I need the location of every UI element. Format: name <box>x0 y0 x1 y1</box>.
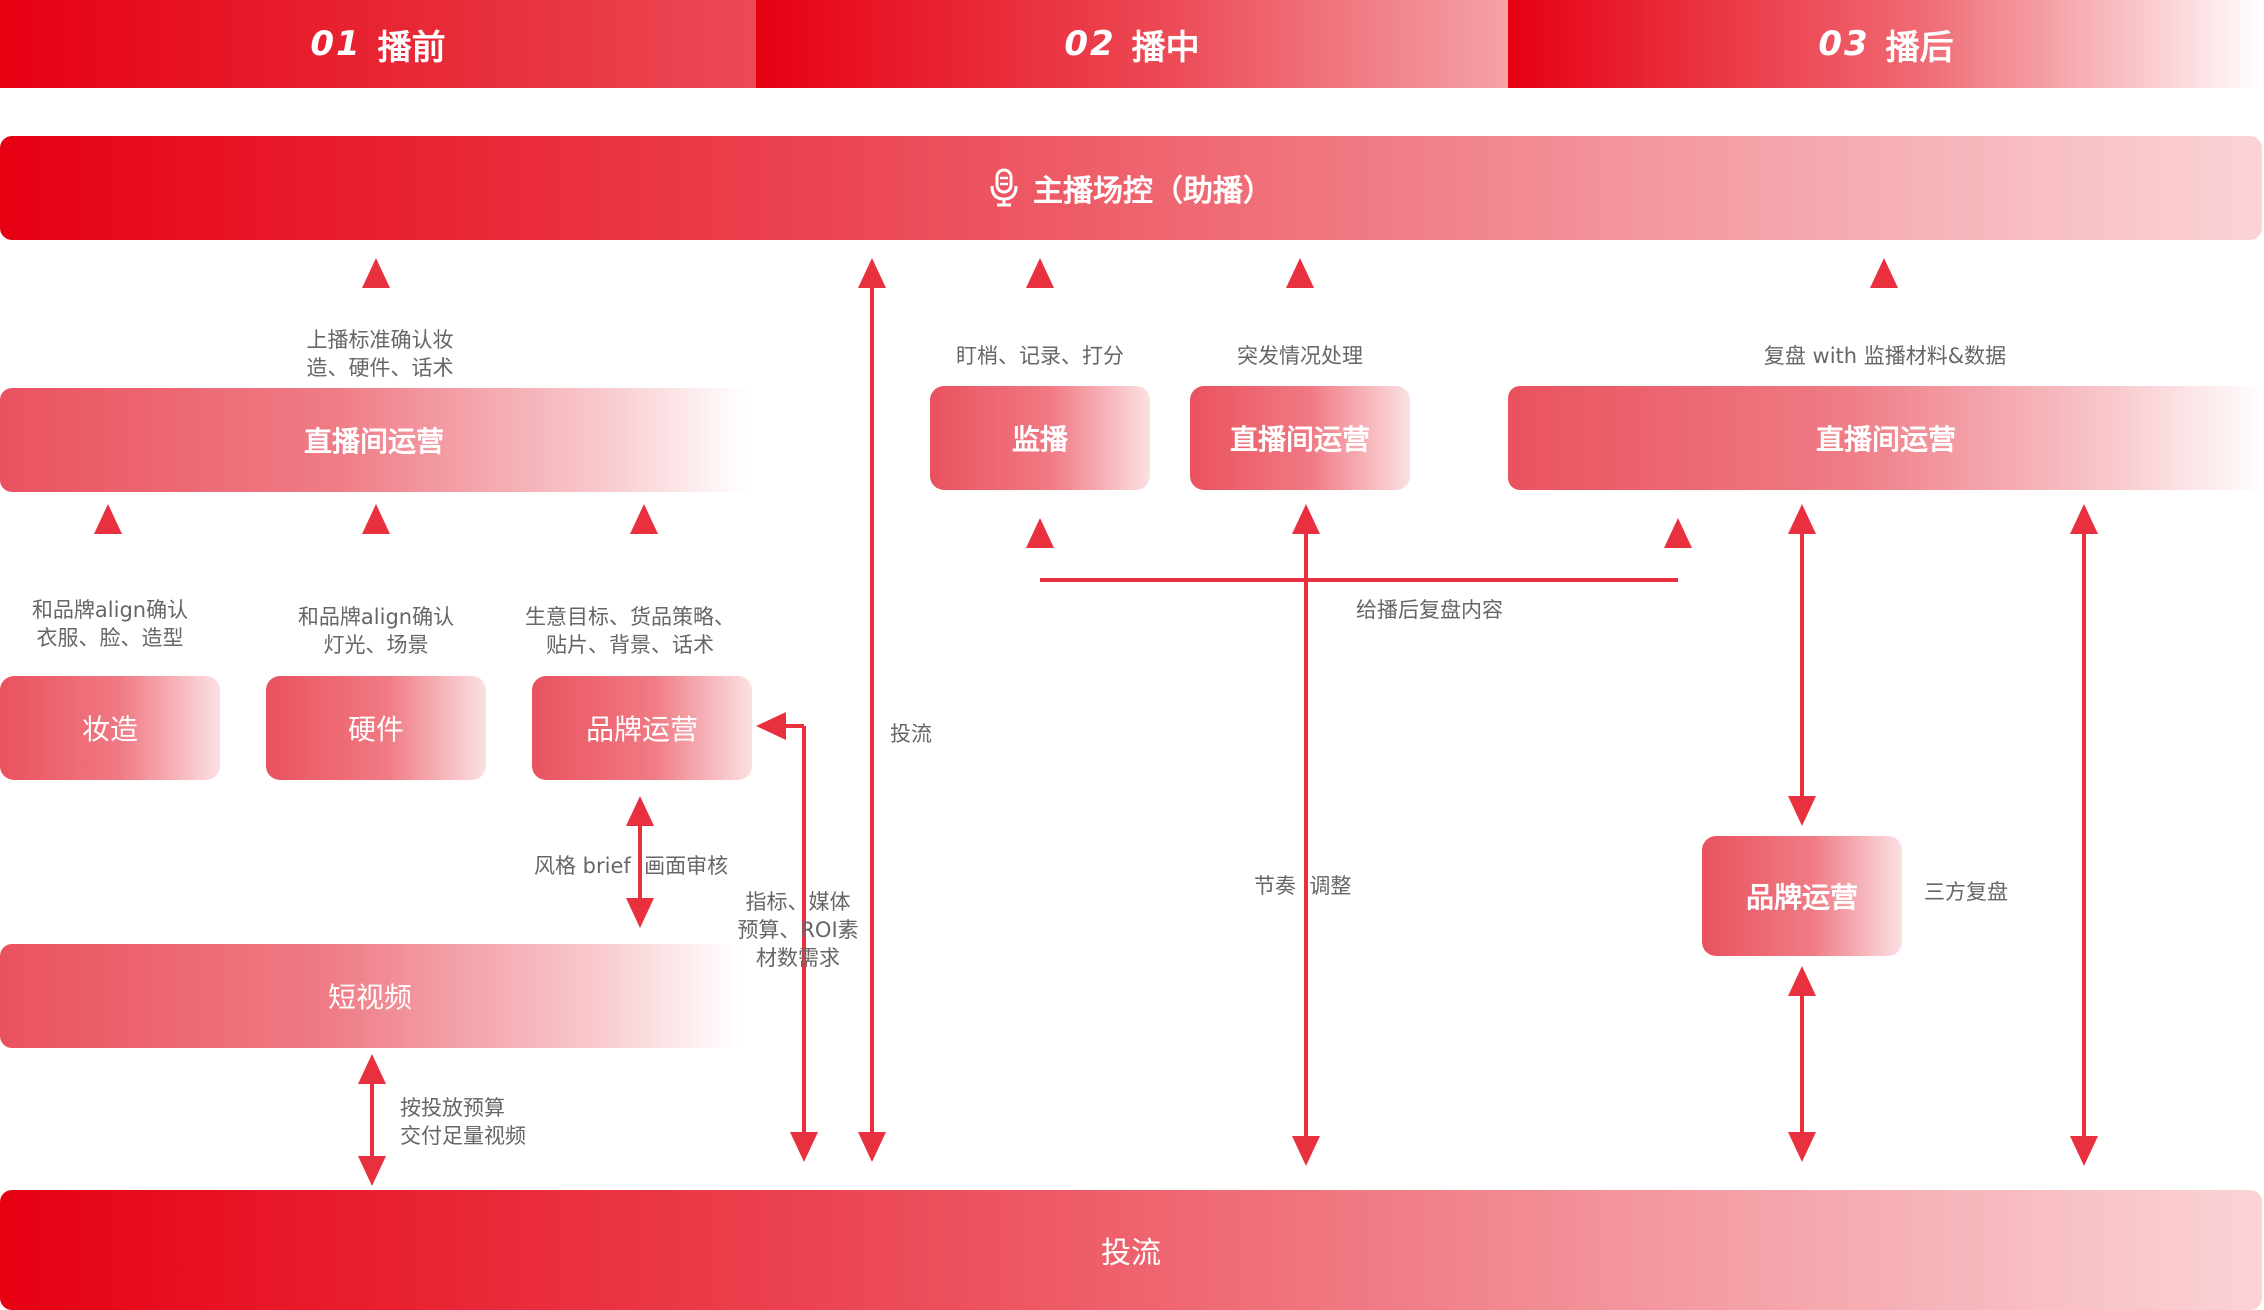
pre-live-ops-bar: 直播间运营 <box>0 388 748 492</box>
pre-brand-ops-label: 品牌运营 <box>585 713 698 746</box>
arrow-head <box>858 258 886 288</box>
makeup-box: 妆造 <box>0 676 220 780</box>
post-live-ops-label: 直播间运营 <box>1815 423 1956 456</box>
arrow-head <box>362 504 390 534</box>
arrow-head <box>1026 518 1054 548</box>
budget-note: 按投放预算 交付足量视频 <box>400 1094 526 1150</box>
anchor-control-label: 主播场控（助播） <box>1033 174 1273 209</box>
arrow-head <box>94 504 122 534</box>
arrow-head <box>1286 258 1314 288</box>
phase-label: 播中 <box>1131 27 1200 68</box>
traffic-bar: 投流 <box>0 1190 2262 1310</box>
note-line: 风格 brief 画面审核 <box>534 854 729 878</box>
note-line: 复盘 with 监播材料&数据 <box>1763 344 2007 368</box>
phase-number: 03 <box>1818 24 1870 64</box>
note-line: 给播后复盘内容 <box>1356 598 1503 622</box>
monitor-box: 监播 <box>930 386 1150 490</box>
note-line: 生意目标、货品策略、 <box>525 605 735 629</box>
rhythm-note: 节奏 调整 <box>1254 872 1351 900</box>
arrow-head <box>1870 258 1898 288</box>
emergency-note: 突发情况处理 <box>1190 342 1410 370</box>
monitor-label: 监播 <box>1011 423 1068 456</box>
hardware-label: 硬件 <box>347 713 404 746</box>
note-line: 衣服、脸、造型 <box>36 626 184 650</box>
note-line: 节奏 调整 <box>1254 874 1352 898</box>
arrow-head <box>1788 966 1816 996</box>
arrow-head <box>2070 1136 2098 1166</box>
arrow-head <box>1026 258 1054 288</box>
review-content-note: 给播后复盘内容 <box>1356 596 1503 624</box>
note-line: 预算、ROI素 <box>737 918 859 942</box>
note-line: 灯光、场景 <box>323 633 429 657</box>
post-brand-ops-box: 品牌运营 <box>1702 836 1902 956</box>
note-line: 贴片、背景、话术 <box>546 633 714 657</box>
arrow-head <box>1292 1136 1320 1166</box>
post-live-ops-bar: 直播间运营 <box>1508 386 2264 490</box>
arrow-head <box>1664 518 1692 548</box>
arrow-head <box>630 504 658 534</box>
makeup-note: 和品牌align确认 衣服、脸、造型 <box>10 596 210 652</box>
note-line: 按投放预算 <box>400 1096 505 1120</box>
review-note: 复盘 with 监播材料&数据 <box>1700 342 2070 370</box>
note-line: 投流 <box>890 722 932 746</box>
arrow-head <box>362 258 390 288</box>
arrow-head <box>358 1156 386 1186</box>
note-line: 和品牌align确认 <box>31 598 189 622</box>
arrow-head <box>358 1054 386 1084</box>
pre-brand-ops-box: 品牌运营 <box>532 676 752 780</box>
traffic-label: 投流 <box>1101 1236 1161 1271</box>
arrow-head <box>1788 504 1816 534</box>
microphone-icon <box>989 168 1019 208</box>
note-line: 三方复盘 <box>1924 880 2008 904</box>
arrow-head <box>2070 504 2098 534</box>
phase-number: 01 <box>310 24 362 64</box>
phase-header-during: 02 播中 <box>756 0 1508 88</box>
arrow-head <box>858 1132 886 1162</box>
phase-label: 播后 <box>1885 27 1954 68</box>
style-brief-note: 风格 brief 画面审核 <box>534 852 728 880</box>
note-line: 指标、媒体 <box>745 890 851 914</box>
short-video-bar: 短视频 <box>0 944 740 1048</box>
monitor-note: 盯梢、记录、打分 <box>930 342 1150 370</box>
phase-label: 播前 <box>377 27 446 68</box>
arrow-head <box>1788 796 1816 826</box>
phase-number: 02 <box>1064 24 1116 64</box>
phase-header-post: 03 播后 <box>1508 0 2264 88</box>
arrow-head <box>626 898 654 928</box>
brand-ops-note: 生意目标、货品策略、 贴片、背景、话术 <box>510 603 750 659</box>
arrow-head <box>756 712 786 740</box>
metrics-note: 指标、媒体 预算、ROI素 材数需求 <box>718 888 878 972</box>
during-live-ops-label: 直播间运营 <box>1229 423 1370 456</box>
post-brand-ops-label: 品牌运营 <box>1745 881 1858 914</box>
note-line: 突发情况处理 <box>1237 344 1363 368</box>
hardware-note: 和品牌align确认 灯光、场景 <box>276 603 476 659</box>
phase-header-pre: 01 播前 <box>0 0 756 88</box>
makeup-label: 妆造 <box>81 713 138 746</box>
note-line: 造、硬件、话术 <box>306 356 454 380</box>
note-line: 材数需求 <box>756 946 840 970</box>
traffic-note: 投流 <box>890 720 932 748</box>
third-party-note: 三方复盘 <box>1924 878 2008 906</box>
arrow-head <box>1292 504 1320 534</box>
hardware-box: 硬件 <box>266 676 486 780</box>
anchor-control-bar: 主播场控（助播） <box>0 136 2262 240</box>
note-line: 和品牌align确认 <box>297 605 455 629</box>
during-live-ops-box: 直播间运营 <box>1190 386 1410 490</box>
note-line: 交付足量视频 <box>400 1124 526 1148</box>
pre-live-ops-label: 直播间运营 <box>303 425 444 458</box>
note-line: 上播标准确认妆 <box>306 328 454 352</box>
arrow-head <box>626 796 654 826</box>
note-line: 盯梢、记录、打分 <box>956 344 1124 368</box>
short-video-label: 短视频 <box>327 981 412 1014</box>
arrow-head <box>1788 1132 1816 1162</box>
live-ops-confirm-note: 上播标准确认妆 造、硬件、话术 <box>280 326 480 382</box>
arrow-head <box>790 1132 818 1162</box>
